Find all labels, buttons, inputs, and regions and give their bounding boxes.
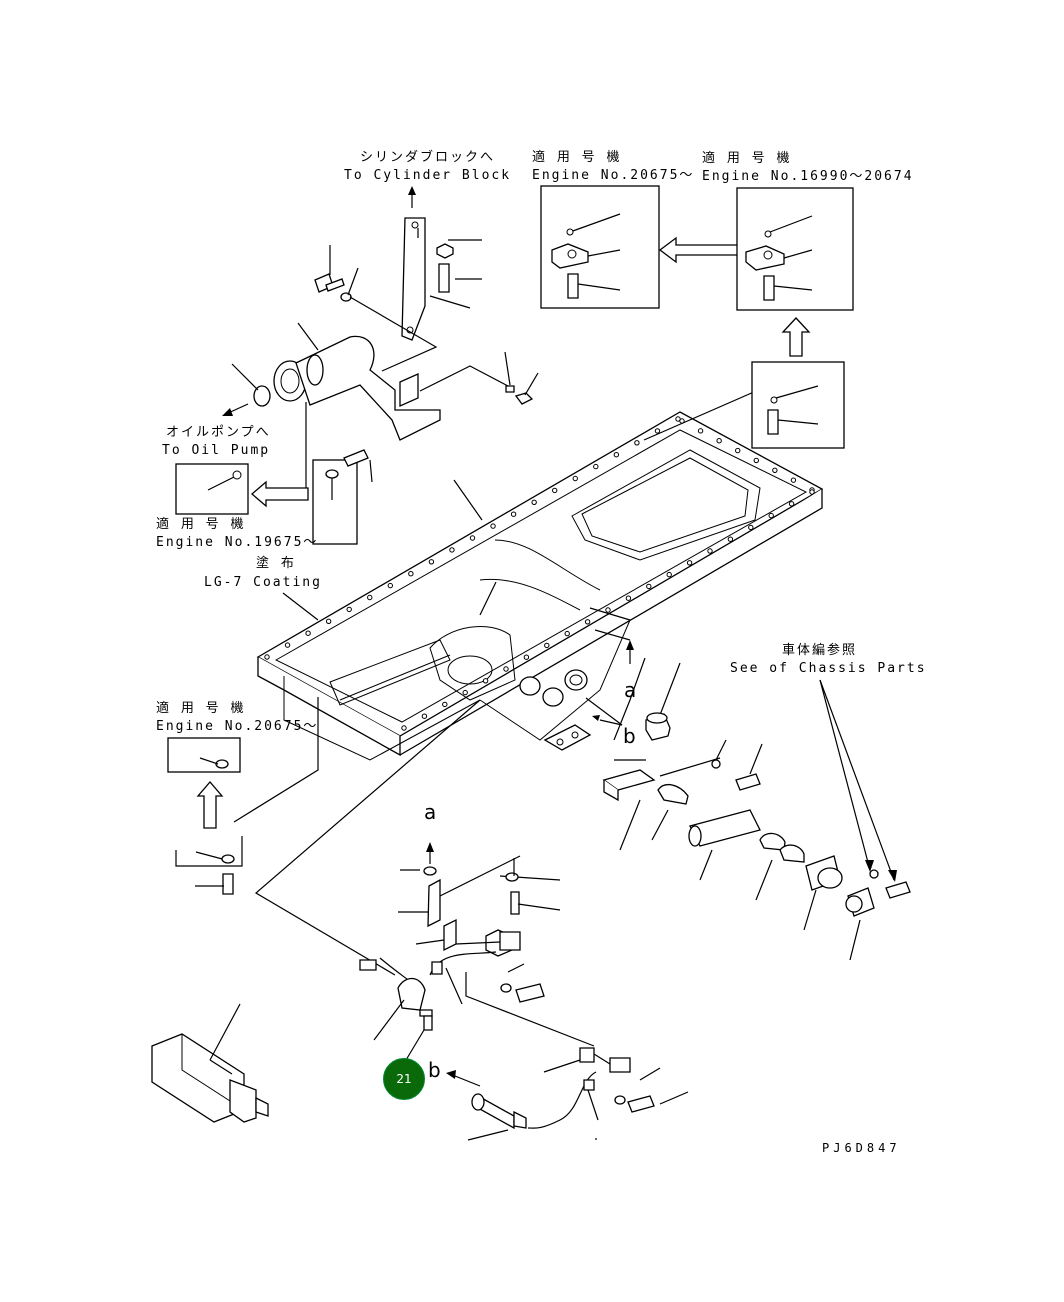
suction-pipe [253, 335, 441, 441]
section-letter-b-right: b [623, 724, 636, 748]
flange-bolt-hole [490, 523, 496, 529]
flange-bolt-hole [788, 501, 795, 507]
flange-bolt-hole [748, 524, 754, 531]
flange-bolt-hole [605, 607, 611, 613]
flange-bolt-hole [305, 630, 311, 636]
leader-lines [231, 228, 764, 976]
applicable-model-label-3-en: Engine No.19675～ [156, 535, 319, 550]
flange-bolt-hole [449, 547, 455, 553]
lower-bracket [175, 836, 243, 895]
cylinder-block-label-en: To Cylinder Block [344, 168, 512, 183]
flange-bolt-hole [716, 438, 722, 444]
applicable-model-label-4-en: Engine No.20675～ [156, 719, 319, 734]
flange-bolt-hole [593, 463, 599, 470]
oil-pump-label-jp: オイルポンプへ [166, 425, 271, 440]
flange-bolt-hole [408, 571, 414, 577]
flange-bolt-hole [510, 511, 517, 517]
applicable-model-label-2-jp: 適 用 号 機 [702, 151, 792, 166]
section-letter-a-center: a [424, 800, 437, 824]
flange-bolt-hole [421, 713, 428, 719]
detail-boxes [167, 185, 854, 773]
hollow-arrows [196, 236, 811, 829]
flange-bolt-hole [401, 725, 407, 731]
flange-bolt-hole [544, 642, 550, 649]
chassis-label-en: See of Chassis Parts [730, 661, 927, 676]
flange-bolt-hole [735, 447, 741, 454]
applicable-model-label-2-en: Engine No.16990～20674 [702, 169, 914, 184]
flange-bolt-hole [584, 619, 591, 625]
flange-bolt-hole [264, 654, 270, 660]
chassis-label-jp: 車体編参照 [782, 643, 858, 658]
drawing-number: PJ6D847 [822, 1141, 901, 1155]
flange-bolt-hole [442, 701, 448, 708]
flange-bolt-hole [634, 440, 640, 446]
flange-bolt-hole [809, 489, 815, 495]
flange-bolt-hole [564, 630, 570, 637]
applicable-model-label-3-jp: 適 用 号 機 [156, 517, 246, 532]
coating-label-jp: 塗 布 [256, 556, 296, 571]
flange-bolt-hole [462, 689, 468, 696]
flange-bolt-hole [552, 487, 558, 494]
flange-bolt-hole [646, 583, 652, 590]
flange-bolt-hole [790, 477, 797, 483]
flange-bolt-hole [531, 499, 537, 505]
flange-bolt-hole [772, 467, 778, 473]
flange-bolt-hole [346, 606, 352, 613]
flange-bolt-hole [727, 536, 734, 542]
flange-bolt-hole [482, 678, 489, 684]
applicable-model-label-1-jp: 適 用 号 機 [532, 150, 622, 165]
cylinder-block-label-jp: シリンダブロックへ [360, 150, 496, 165]
flange-bolt-hole [753, 457, 759, 464]
flange-bolt-hole [666, 571, 672, 578]
applicable-model-label-1-en: Engine No.20675～ [532, 168, 695, 183]
flange-bolt-hole [387, 582, 393, 589]
flange-bolt-hole [367, 594, 373, 601]
flange-bolt-hole [428, 559, 435, 565]
flange-bolt-hole [469, 535, 476, 541]
flange-bolt-hole [654, 428, 661, 434]
flange-bolt-hole [325, 618, 332, 624]
flange-bolt-hole [707, 548, 713, 554]
flange-bolt-hole [613, 452, 620, 458]
flange-bolt-hole [697, 428, 704, 434]
applicable-model-label-4-jp: 適 用 号 機 [156, 701, 246, 716]
section-letter-a-right: a [624, 678, 637, 702]
flange-bolt-hole [572, 475, 578, 482]
flange-bolt-hole [686, 560, 693, 566]
coating-label-en: LG-7 Coating [204, 575, 322, 590]
flange-bolt-hole [768, 512, 774, 519]
hose-assembly [602, 712, 911, 961]
oil-pump-label-en: To Oil Pump [162, 443, 271, 458]
flange-bolt-hole [523, 654, 530, 660]
sensor-assembly [359, 855, 689, 1141]
flange-bolt-hole [284, 642, 291, 648]
arrows [222, 186, 897, 1087]
oil-pan [256, 411, 824, 761]
section-letter-b-bottom: b [428, 1058, 441, 1082]
part-callout-21[interactable]: 21 [383, 1058, 425, 1100]
flange-bolt-hole [625, 595, 632, 601]
arm-part [151, 1003, 269, 1123]
flange-bolt-hole [503, 666, 509, 672]
